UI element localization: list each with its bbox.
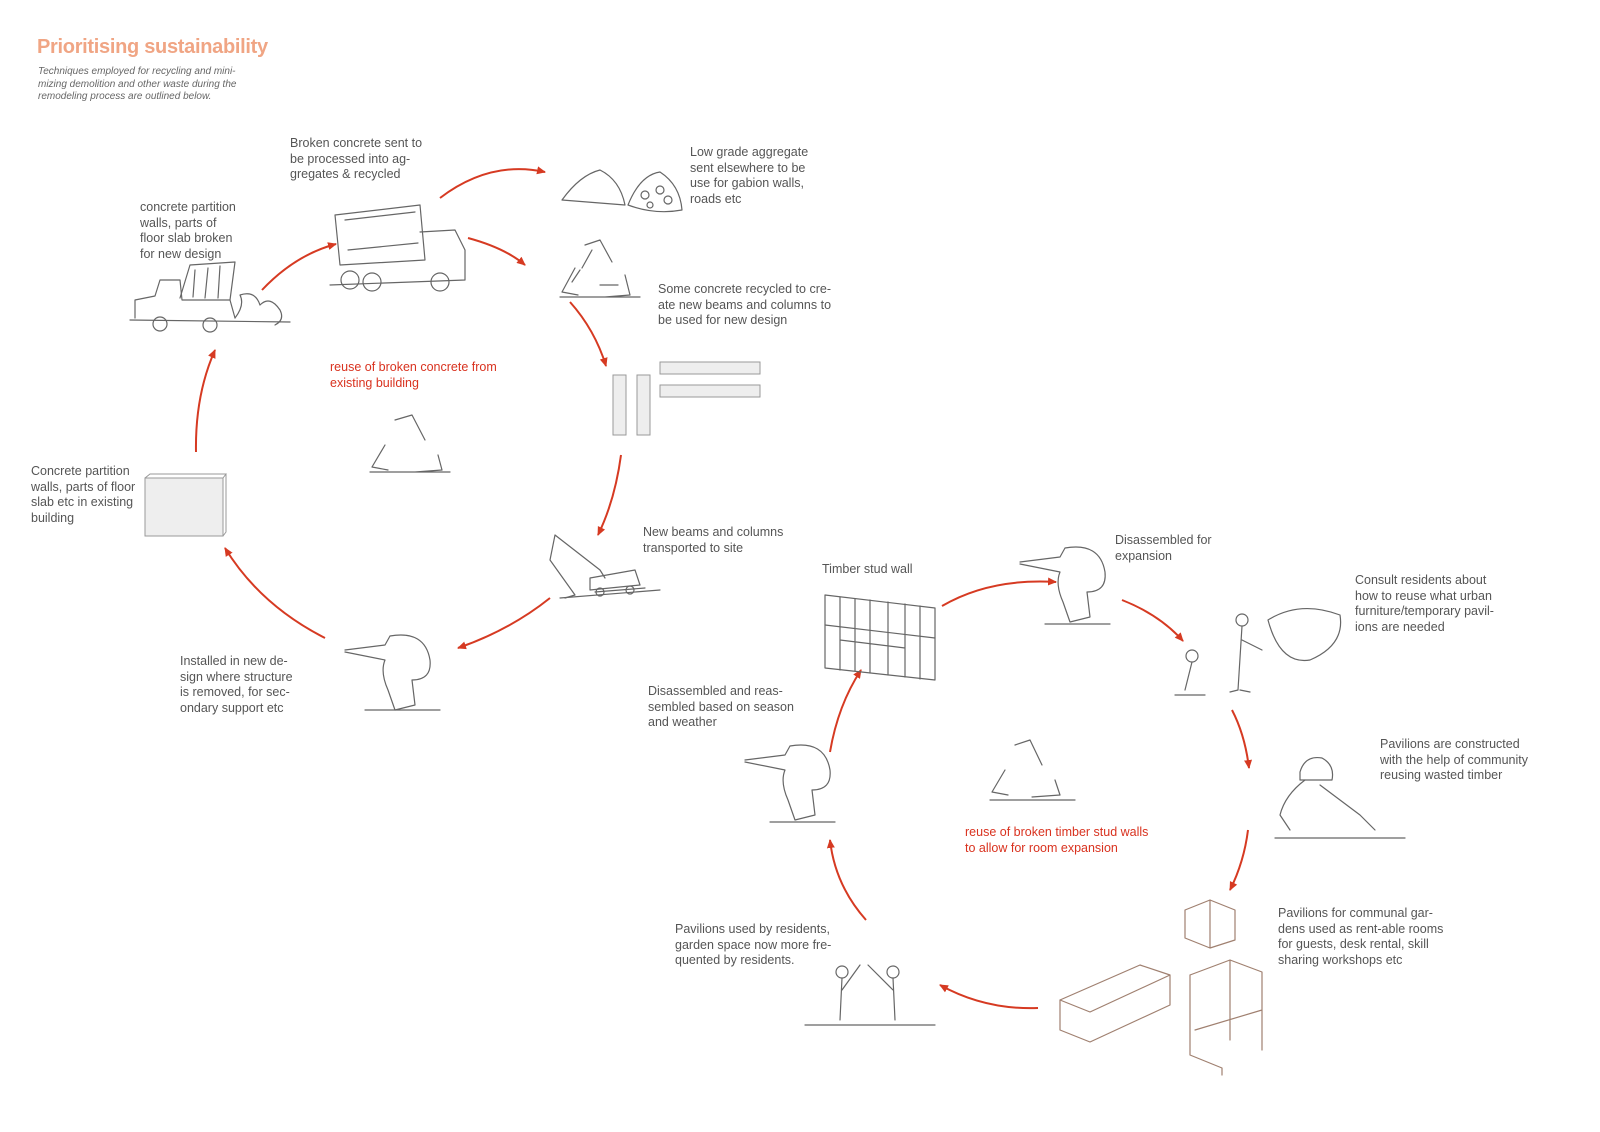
- label-line: reuse of broken concrete from: [330, 360, 497, 374]
- label-line: Some concrete recycled to cre-: [658, 282, 831, 296]
- label-line: Timber stud wall: [822, 562, 913, 576]
- step-reassembled-label: Disassembled and reas-sembled based on s…: [648, 684, 794, 731]
- label-line: Broken concrete sent to: [290, 136, 423, 150]
- label-line: furniture/temporary pavil-: [1355, 604, 1494, 618]
- residents-consultation-sketch: [1174, 607, 1342, 696]
- label-line: is removed, for sec-: [180, 685, 290, 699]
- label-line: sent elsewhere to be: [690, 160, 806, 175]
- label-line: sharing workshops etc: [1278, 952, 1403, 967]
- label-line: be processed into ag-: [290, 151, 411, 166]
- worker-sawing-sketch: [1274, 756, 1406, 839]
- label-line: existing building: [330, 375, 419, 390]
- label-line: ions are needed: [1355, 619, 1445, 634]
- subtitle-line: remodeling process are outlined below.: [38, 91, 212, 102]
- label-line: Concrete partition: [31, 464, 130, 478]
- label-line: with the help of community: [1380, 752, 1528, 767]
- label-line: use for gabion walls,: [690, 176, 804, 190]
- excavator-sketch: [549, 534, 661, 599]
- subtitle-line: mizing demolition and other waste during…: [38, 78, 237, 90]
- label-line: floor slab broken: [140, 231, 233, 245]
- timber-stud-wall-sketch: [824, 594, 936, 681]
- dump-truck-sketch: [129, 261, 291, 333]
- timber-cycle-arrows: [826, 577, 1253, 1010]
- label-line: Low grade aggregate: [690, 145, 809, 159]
- label-line: slab etc in existing: [31, 495, 134, 509]
- label-line: garden space now more fre-: [675, 937, 832, 952]
- label-line: walls, parts of: [140, 215, 217, 230]
- label-line: for new design: [140, 246, 222, 261]
- label-line: sign where structure: [180, 669, 293, 684]
- beams-columns-sketch: [612, 361, 761, 436]
- aggregate-piles-sketch: [561, 169, 683, 213]
- label-line: be used for new design: [658, 313, 788, 327]
- label-line: transported to site: [643, 540, 744, 555]
- label-line: walls, parts of floor: [31, 479, 136, 494]
- label-line: expansion: [1115, 548, 1172, 563]
- label-line: Disassembled and reas-: [648, 684, 783, 698]
- concrete-block-sketch: [144, 473, 227, 537]
- power-drill-sketch: [344, 634, 441, 711]
- recycle-icon: [989, 739, 1076, 801]
- label-line: and weather: [648, 715, 717, 729]
- concrete-cycle-arrows: [194, 166, 622, 650]
- power-drill-sketch: [1019, 546, 1111, 625]
- high-five-residents-sketch: [804, 964, 936, 1026]
- label-line: New beams and columns: [643, 525, 784, 539]
- label-line: dens used as rent-able rooms: [1278, 921, 1444, 936]
- step-installed-label: Installed in new de-sign where structure…: [180, 654, 293, 716]
- recycle-icon: [559, 239, 641, 298]
- step-pavilions-used-label: Pavilions used by residents,garden space…: [675, 922, 831, 969]
- step-pavilions-communal-label: Pavilions for communal gar-dens used as …: [1278, 906, 1443, 968]
- pavilions-sketch: [1059, 899, 1263, 1076]
- label-line: how to reuse what urban: [1355, 588, 1492, 603]
- label-line: Pavilions for communal gar-: [1278, 906, 1433, 920]
- cement-mixer-truck-sketch: [329, 204, 466, 292]
- label-line: for guests, desk rental, skill: [1278, 937, 1429, 951]
- label-line: reusing wasted timber: [1380, 768, 1503, 782]
- label-line: gregates & recycled: [290, 167, 401, 181]
- label-line: quented by residents.: [675, 953, 795, 967]
- label-line: Pavilions used by residents,: [675, 922, 830, 936]
- label-line: to allow for room expansion: [965, 840, 1118, 855]
- label-line: reuse of broken timber stud walls: [965, 825, 1149, 839]
- subtitle-line: Techniques employed for recycling and mi…: [38, 66, 236, 77]
- page-title: Prioritising sustainability: [37, 36, 268, 58]
- page-subtitle: Techniques employed for recycling and mi…: [38, 66, 268, 104]
- step-new-beams-label: Some concrete recycled to cre-ate new be…: [658, 282, 831, 329]
- label-line: building: [31, 510, 75, 525]
- label-line: concrete partition: [140, 200, 236, 214]
- label-line: ondary support etc: [180, 700, 284, 715]
- recycle-icon: [369, 414, 451, 473]
- label-line: sembled based on season: [648, 699, 794, 714]
- label-line: ate new beams and columns to: [658, 297, 832, 312]
- label-line: Disassembled for: [1115, 533, 1212, 547]
- label-line: Pavilions are constructed: [1380, 737, 1520, 751]
- label-line: Installed in new de-: [180, 654, 288, 668]
- power-drill-sketch: [744, 744, 836, 823]
- label-line: roads etc: [690, 191, 742, 206]
- label-line: Consult residents about: [1355, 573, 1487, 587]
- step-timber-stud-wall-label: Timber stud wall: [822, 562, 913, 578]
